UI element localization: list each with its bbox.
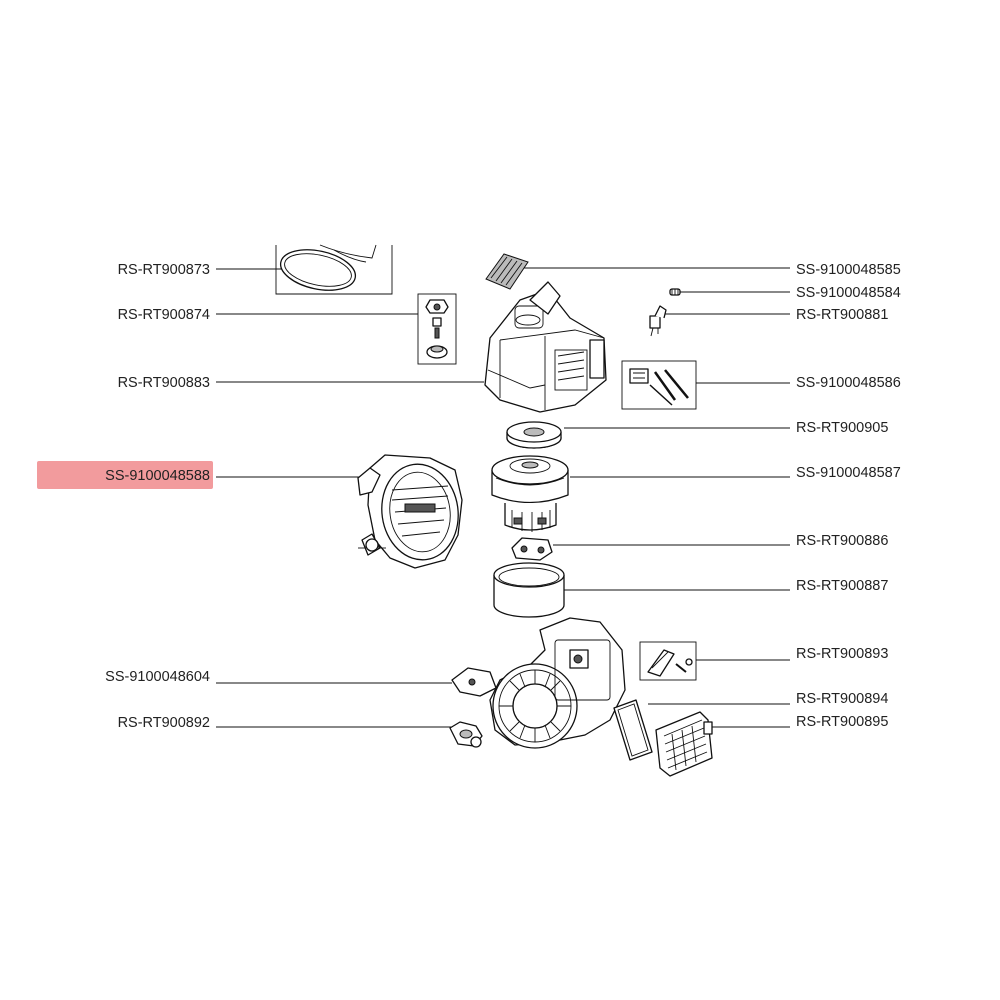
part-label[interactable]: RS-RT900874 (118, 307, 210, 323)
part-label[interactable]: RS-RT900883 (118, 375, 210, 391)
callout-rs-rt900893[interactable]: RS-RT900893 (696, 646, 888, 662)
part-label[interactable]: RS-RT900887 (796, 578, 888, 594)
callout-ss-9100048584[interactable]: SS-9100048584 (680, 285, 901, 301)
switch-part (649, 305, 667, 337)
callout-rs-rt900887[interactable]: RS-RT900887 (562, 578, 888, 594)
filter-pad-part (485, 253, 529, 290)
part-label[interactable]: RS-RT900886 (796, 533, 888, 549)
part-label[interactable]: RS-RT900905 (796, 420, 888, 436)
callout-rs-rt900874[interactable]: RS-RT900874 (118, 307, 418, 323)
cylinder-filter-part (493, 562, 565, 618)
part-label[interactable]: RS-RT900873 (118, 262, 210, 278)
callout-rs-rt900894[interactable]: RS-RT900894 (648, 691, 888, 707)
part-label[interactable]: RS-RT900894 (796, 691, 888, 707)
part-label[interactable]: SS-9100048585 (796, 262, 901, 278)
latch-part (639, 641, 697, 681)
spring-part (669, 288, 681, 296)
fastener-kit-part (417, 293, 457, 365)
base-body-part (451, 617, 626, 749)
part-label[interactable]: RS-RT900881 (796, 307, 888, 323)
part-label[interactable]: RS-RT900893 (796, 646, 888, 662)
cord-reel-part (357, 454, 463, 569)
motor-housing-part (484, 281, 607, 413)
motor-part (491, 455, 569, 532)
part-label[interactable]: SS-9100048604 (105, 669, 210, 685)
callout-ss-9100048588[interactable]: SS-9100048588 (105, 468, 365, 484)
gasket-ring-part (275, 244, 393, 295)
exhaust-filter-part (613, 699, 653, 761)
callout-rs-rt900883[interactable]: RS-RT900883 (118, 375, 484, 391)
callout-rs-rt900892[interactable]: RS-RT900892 (118, 715, 452, 731)
part-label[interactable]: RS-RT900895 (796, 714, 888, 730)
caster-wheel-part (449, 721, 483, 748)
part-label[interactable]: SS-9100048588 (105, 468, 210, 484)
callout-rs-rt900895[interactable]: RS-RT900895 (706, 714, 888, 730)
part-label[interactable]: RS-RT900892 (118, 715, 210, 731)
foam-ring-part (506, 421, 562, 449)
selected-label-highlight (37, 461, 213, 489)
callout-rs-rt900905[interactable]: RS-RT900905 (564, 420, 888, 436)
part-label[interactable]: SS-9100048587 (796, 465, 901, 481)
callout-ss-9100048604[interactable]: SS-9100048604 (105, 669, 452, 685)
callout-rs-rt900886[interactable]: RS-RT900886 (553, 533, 888, 549)
grille-part (655, 711, 713, 777)
callout-rs-rt900873[interactable]: RS-RT900873 (118, 262, 293, 278)
part-label[interactable]: SS-9100048584 (796, 285, 901, 301)
callout-rs-rt900881[interactable]: RS-RT900881 (664, 307, 888, 323)
callout-ss-9100048587[interactable]: SS-9100048587 (570, 465, 901, 481)
bracket-part (511, 537, 553, 561)
cable-kit-part (621, 360, 697, 410)
callout-ss-9100048586[interactable]: SS-9100048586 (696, 375, 901, 391)
callout-ss-9100048585[interactable]: SS-9100048585 (520, 262, 901, 278)
part-label[interactable]: SS-9100048586 (796, 375, 901, 391)
